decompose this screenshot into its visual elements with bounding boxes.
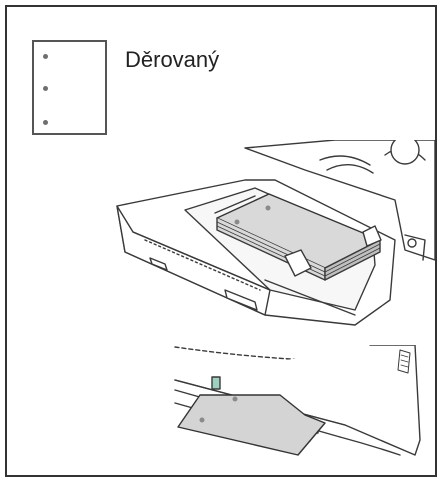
- paper-tray-loaded-icon: [116, 140, 435, 326]
- hole-punched-paper-icon: [32, 40, 107, 135]
- manual-feed-slot-icon: [174, 345, 421, 456]
- punch-hole: [43, 120, 48, 125]
- punch-hole: [43, 86, 48, 91]
- paper-type-label: Děrovaný: [125, 47, 220, 72]
- punch-hole: [43, 54, 48, 59]
